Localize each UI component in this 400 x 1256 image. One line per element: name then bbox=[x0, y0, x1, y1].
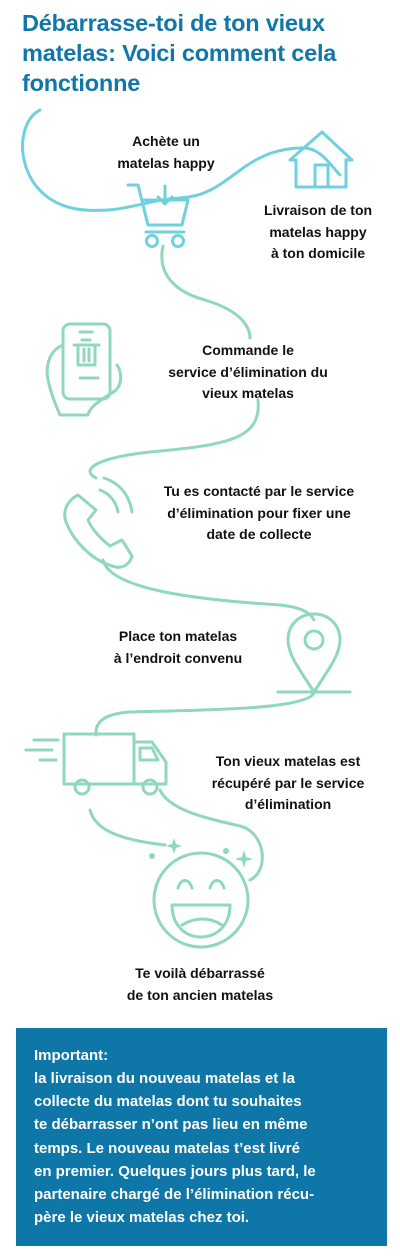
phone-call-icon bbox=[63, 476, 134, 569]
notice-body: la livraison du nouveau matelas et la co… bbox=[34, 1070, 316, 1227]
step-2-text: Livraison de ton matelas happy à ton dom… bbox=[263, 202, 373, 261]
notice-title: Important: bbox=[34, 1047, 109, 1064]
delivery-truck-icon bbox=[24, 732, 168, 796]
page-title: Débarrasse-toi de ton vieux matelas: Voi… bbox=[22, 10, 337, 96]
sparkle-decoration bbox=[149, 838, 253, 868]
step-3-text: Commande le service d’élimination du vie… bbox=[168, 342, 328, 401]
smiley-icon bbox=[152, 851, 250, 949]
phone-trash-icon bbox=[45, 322, 123, 417]
step-7-text: Te voilà débarrassé de ton ancien matela… bbox=[126, 965, 274, 1003]
location-pin-icon bbox=[276, 612, 352, 694]
step-1-text: Achète un matelas happy bbox=[117, 133, 215, 171]
step-4-text: Tu es contacté par le service d’éliminat… bbox=[163, 483, 355, 542]
cart-connector-line bbox=[21, 108, 342, 212]
important-notice-box: Important: la livraison du nouveau matel… bbox=[16, 1028, 387, 1246]
shopping-cart-icon bbox=[126, 183, 190, 248]
house-icon bbox=[288, 130, 354, 189]
journey-line bbox=[88, 244, 316, 882]
step-5-text: Place ton matelas à l’endroit convenu bbox=[113, 628, 243, 666]
step-6-text: Ton vieux matelas est récupéré par le se… bbox=[211, 753, 365, 812]
